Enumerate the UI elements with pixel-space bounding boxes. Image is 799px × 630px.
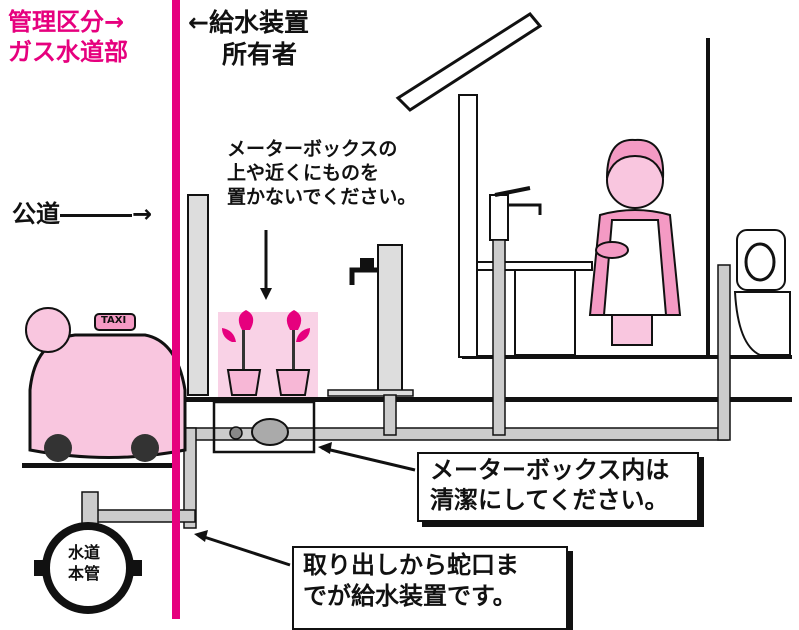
meter-box-clean-1: メーターボックス内は bbox=[430, 456, 670, 484]
house-floor-line bbox=[180, 397, 792, 402]
roof bbox=[395, 12, 543, 112]
toilet-bowl bbox=[733, 291, 791, 356]
grandmother-legs bbox=[611, 314, 653, 346]
grandmother-hair bbox=[606, 138, 665, 179]
kitchen-faucet-body bbox=[489, 194, 509, 241]
faucet-drain-plate bbox=[327, 389, 414, 397]
owner-label-2: 所有者 bbox=[222, 40, 298, 69]
property-boundary-line bbox=[172, 0, 180, 619]
meter-box-clean-callout bbox=[417, 452, 699, 522]
water-meter bbox=[251, 418, 289, 446]
kitchen-faucet-lever bbox=[494, 186, 531, 197]
water-main-label-1: 水道 bbox=[68, 543, 101, 562]
taxi-driver-head bbox=[25, 307, 71, 353]
arrow-to-flowers-head bbox=[260, 288, 272, 300]
arrow-to-service-pipe-head bbox=[194, 530, 208, 542]
taxi-wheel-left bbox=[44, 434, 72, 462]
boundary-wall bbox=[187, 194, 209, 396]
outdoor-faucet-handle bbox=[360, 258, 374, 268]
water-main-label-2: 本管 bbox=[68, 564, 101, 583]
meter-box-warning-2: 上や近くにものを bbox=[227, 162, 380, 184]
water-main-lug-left bbox=[34, 560, 46, 576]
flower-left bbox=[222, 310, 254, 342]
road-ground-line bbox=[22, 463, 180, 468]
riser-pipe-toilet bbox=[717, 264, 731, 441]
supply-definition-1: 取り出しから蛇口ま bbox=[303, 551, 519, 579]
outdoor-faucet bbox=[349, 267, 378, 285]
counter-body bbox=[514, 269, 576, 356]
upper-floor-line bbox=[462, 355, 792, 359]
grandmother-apron bbox=[602, 219, 668, 316]
flower-stem-left bbox=[242, 330, 245, 370]
riser-pipe-outdoor bbox=[383, 394, 397, 436]
gas-water-division-label-2: ガス水道部 bbox=[8, 38, 128, 66]
gas-water-division-label-1: 管理区分→ bbox=[8, 8, 125, 36]
flower-stem-right bbox=[292, 330, 295, 370]
taxi-wheel-right bbox=[131, 434, 159, 462]
house-wall-left bbox=[458, 94, 478, 358]
taxi-sign-plate bbox=[94, 313, 136, 331]
toilet-seat bbox=[744, 242, 776, 282]
meter-valve bbox=[229, 426, 243, 440]
kitchen-faucet-spout bbox=[508, 203, 542, 215]
arrow-to-meter-box-head bbox=[318, 442, 332, 454]
service-pipe-vertical bbox=[183, 427, 197, 529]
arrow-to-meter-box bbox=[321, 446, 416, 472]
supply-definition-callout bbox=[292, 546, 568, 630]
water-main-lug-right bbox=[130, 560, 142, 576]
owner-label-1: ←給水装置 bbox=[188, 8, 309, 37]
supply-definition-2: でが給水装置です。 bbox=[303, 582, 517, 610]
public-road-label: 公道―――→ bbox=[12, 200, 153, 228]
meter-box-warning-3: 置かないでください。 bbox=[227, 186, 417, 208]
arrow-to-service-pipe bbox=[197, 533, 291, 567]
flower-pot-right bbox=[275, 369, 311, 396]
taxi-sign-text: TAXI bbox=[101, 315, 127, 326]
riser-pipe-kitchen bbox=[492, 239, 506, 436]
meter-box bbox=[212, 400, 316, 454]
house-wall-right bbox=[706, 38, 710, 358]
grandmother-bowl bbox=[595, 241, 629, 259]
flower-pot-left bbox=[226, 369, 262, 396]
meter-box-clean-2: 清潔にしてください。 bbox=[430, 486, 669, 514]
flower-right bbox=[286, 310, 310, 342]
meter-box-warning-1: メーターボックスの bbox=[227, 138, 398, 160]
outdoor-post bbox=[377, 244, 403, 396]
